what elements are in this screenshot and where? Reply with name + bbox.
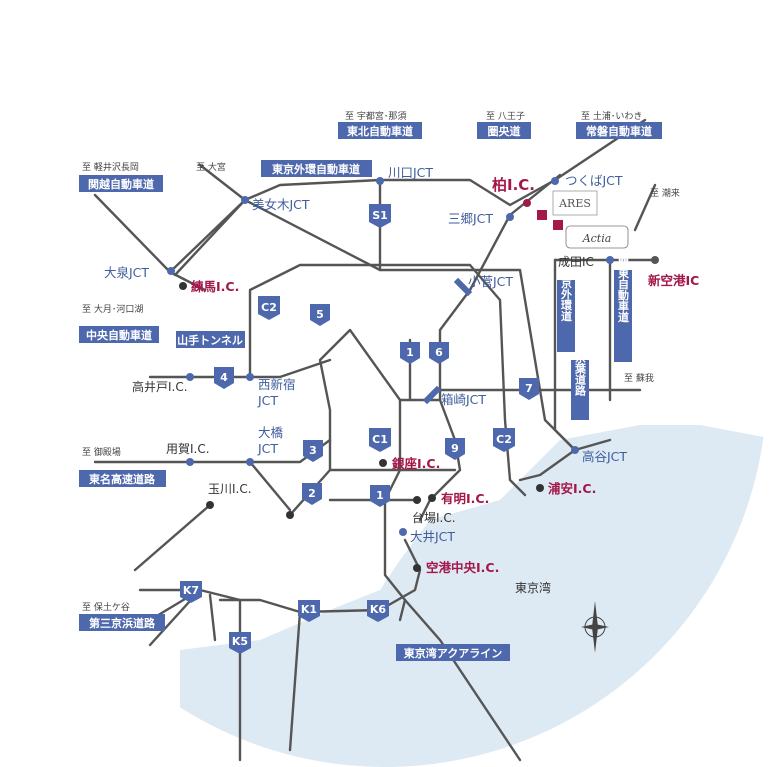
svg-text:高谷JCT: 高谷JCT — [582, 449, 627, 464]
svg-text:銀座I.C.: 銀座I.C. — [391, 456, 440, 471]
svg-text:K7: K7 — [183, 584, 199, 597]
svg-text:K6: K6 — [370, 603, 387, 616]
compass-icon — [581, 601, 609, 653]
svg-text:4: 4 — [220, 371, 228, 384]
svg-text:東京外環道: 東京外環道 — [560, 265, 574, 322]
svg-text:浦安I.C.: 浦安I.C. — [548, 481, 596, 496]
svg-text:至 大月･河口湖: 至 大月･河口湖 — [82, 303, 143, 315]
svg-text:川口JCT: 川口JCT — [388, 165, 433, 180]
svg-text:成田IC: 成田IC — [558, 255, 594, 269]
svg-text:至 保土ケ谷: 至 保土ケ谷 — [82, 601, 130, 613]
svg-text:高井戸I.C.: 高井戸I.C. — [132, 379, 188, 394]
svg-text:6: 6 — [435, 346, 443, 359]
svg-text:関越自動車道: 関越自動車道 — [88, 177, 154, 191]
svg-text:東名高速道路: 東名高速道路 — [89, 472, 156, 486]
svg-text:S1: S1 — [372, 209, 388, 222]
route-shields: S1 C2 5 1 6 4 7 3 C1 9 C2 2 1 K7 K1 K6 K… — [180, 204, 539, 654]
svg-text:東京外環自動車道: 東京外環自動車道 — [272, 162, 360, 176]
svg-text:第三京浜道路: 第三京浜道路 — [89, 616, 156, 630]
junction-markers — [167, 177, 614, 536]
svg-text:C2: C2 — [496, 433, 512, 446]
expressway-labels: 至 宇都宮･那須 東北自動車道 至 八王子 圏央道 至 土浦･いわき 常磐自動車… — [79, 110, 662, 661]
svg-text:大泉JCT: 大泉JCT — [104, 265, 149, 280]
svg-text:至 土浦･いわき: 至 土浦･いわき — [581, 110, 642, 122]
svg-text:有明I.C.: 有明I.C. — [441, 491, 489, 506]
svg-text:K5: K5 — [232, 635, 248, 648]
logo-ares: ARES — [558, 197, 591, 210]
svg-text:1: 1 — [406, 346, 414, 359]
side-label-itako: 至 潮来 — [650, 187, 680, 199]
svg-text:空港中央I.C.: 空港中央I.C. — [426, 560, 499, 575]
svg-text:東関東自動車道: 東関東自動車道 — [617, 244, 630, 323]
svg-text:1: 1 — [376, 489, 384, 502]
logo-actia: Actia — [582, 232, 612, 245]
svg-text:用賀I.C.: 用賀I.C. — [166, 442, 210, 456]
svg-text:美女木JCT: 美女木JCT — [252, 197, 310, 212]
svg-text:新空港IC: 新空港IC — [648, 273, 699, 288]
property-logos: ARES Actia — [537, 190, 629, 249]
svg-text:C2: C2 — [261, 301, 277, 314]
svg-text:玉川I.C.: 玉川I.C. — [208, 482, 252, 496]
svg-text:西新宿: 西新宿 — [258, 377, 296, 392]
svg-text:JCT: JCT — [257, 393, 278, 408]
svg-text:中央自動車道: 中央自動車道 — [86, 328, 152, 342]
bay-label: 東京湾 — [515, 580, 551, 595]
svg-text:2: 2 — [308, 487, 316, 500]
svg-text:C1: C1 — [372, 433, 388, 446]
side-label-soga: 至 蘇我 — [624, 372, 654, 384]
svg-text:つくばJCT: つくばJCT — [565, 173, 623, 188]
interchanges-dark: 高井戸I.C. 用賀I.C. 玉川I.C. 台場I.C. — [132, 379, 456, 525]
svg-text:小菅JCT: 小菅JCT — [468, 274, 513, 289]
svg-text:7: 7 — [525, 382, 533, 395]
svg-text:東北自動車道: 東北自動車道 — [347, 124, 413, 138]
bay-water — [180, 425, 767, 767]
svg-text:箱崎JCT: 箱崎JCT — [441, 392, 486, 407]
svg-text:至 宇都宮･那須: 至 宇都宮･那須 — [345, 110, 406, 122]
svg-text:至 軽井沢長岡: 至 軽井沢長岡 — [82, 161, 139, 173]
interchanges-red: 柏I.C. 練馬I.C. 銀座I.C. 有明I.C. 浦安I.C. 空港中央I.… — [179, 176, 699, 575]
svg-text:台場I.C.: 台場I.C. — [412, 510, 456, 525]
svg-text:練馬I.C.: 練馬I.C. — [191, 279, 239, 294]
svg-text:京葉道路: 京葉道路 — [574, 351, 588, 397]
svg-text:至 御殿場: 至 御殿場 — [82, 446, 121, 458]
svg-text:山手トンネル: 山手トンネル — [177, 333, 243, 347]
svg-text:東京湾アクアライン: 東京湾アクアライン — [404, 646, 502, 660]
svg-text:至 八王子: 至 八王子 — [486, 111, 525, 122]
junction-labels: 川口JCT つくばJCT 美女木JCT 三郷JCT 大泉JCT 小菅JCT 西新… — [104, 165, 627, 544]
svg-text:3: 3 — [309, 444, 317, 457]
svg-text:常磐自動車道: 常磐自動車道 — [586, 124, 652, 138]
svg-text:至 大宮: 至 大宮 — [196, 161, 226, 173]
svg-text:大井JCT: 大井JCT — [410, 529, 455, 544]
svg-text:JCT: JCT — [257, 441, 278, 456]
svg-text:9: 9 — [451, 442, 459, 455]
svg-text:柏I.C.: 柏I.C. — [492, 176, 535, 194]
vertical-road-labels: 東京外環道 京葉道路 東関東自動車道 — [557, 244, 632, 420]
svg-text:K1: K1 — [301, 603, 317, 616]
svg-text:大橋: 大橋 — [258, 425, 284, 440]
svg-text:圏央道: 圏央道 — [488, 124, 521, 138]
svg-text:5: 5 — [316, 308, 324, 321]
svg-text:三郷JCT: 三郷JCT — [448, 211, 493, 226]
